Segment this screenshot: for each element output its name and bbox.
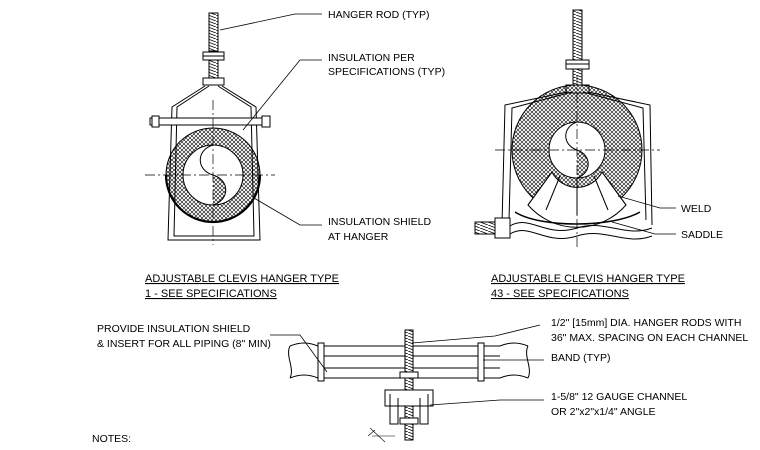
trapeze-hanger-detail [270, 324, 544, 443]
label-saddle: SADDLE [681, 229, 723, 241]
detail-43-clevis-hanger [474, 9, 676, 248]
trapeze-labels: PROVIDE INSULATION SHIELD & INSERT FOR A… [97, 317, 748, 418]
band-right [477, 342, 485, 382]
label-shield-line2: AT HANGER [328, 231, 389, 243]
detail-43-title-line2: 43 - SEE SPECIFICATIONS [491, 288, 629, 300]
detail-1-clevis-hanger [145, 12, 322, 245]
label-band: BAND (TYP) [551, 352, 611, 364]
label-shield-line1: INSULATION SHIELD [328, 216, 431, 228]
label-rods-line2: 36" MAX. SPACING ON EACH CHANNEL [551, 332, 748, 344]
label-trapeze-shield-line2: & INSERT FOR ALL PIPING (8" MIN) [97, 338, 271, 350]
band-left [317, 342, 325, 382]
label-rods-line1: 1/2" [15mm] DIA. HANGER RODS WITH [551, 317, 741, 329]
label-channel-line1: 1-5/8" 12 GAUGE CHANNEL [551, 391, 687, 403]
label-channel-line2: OR 2"x2"x1/4" ANGLE [551, 406, 656, 418]
detail-1-labels: HANGER ROD (TYP) INSULATION PER SPECIFIC… [145, 9, 445, 300]
label-trapeze-shield-line1: PROVIDE INSULATION SHIELD [97, 323, 251, 335]
trapeze-rod [404, 329, 414, 391]
notes-heading: NOTES: [92, 433, 131, 445]
detail-1-title-line1: ADJUSTABLE CLEVIS HANGER TYPE [145, 273, 339, 285]
detail-43-title-line1: ADJUSTABLE CLEVIS HANGER TYPE [491, 273, 685, 285]
label-weld: WELD [681, 203, 712, 215]
detail-1-title-line2: 1 - SEE SPECIFICATIONS [145, 288, 277, 300]
hanger-rod [208, 12, 219, 52]
label-insulation-line1: INSULATION PER [328, 52, 415, 64]
detail-43-labels: WELD SADDLE ADJUSTABLE CLEVIS HANGER TYP… [491, 203, 723, 300]
clevis-strap [167, 85, 261, 241]
label-insulation-line2: SPECIFICATIONS (TYP) [328, 66, 445, 78]
label-hanger-rod: HANGER ROD (TYP) [328, 9, 430, 21]
saddle-bolt [474, 221, 496, 235]
channel [384, 389, 434, 407]
